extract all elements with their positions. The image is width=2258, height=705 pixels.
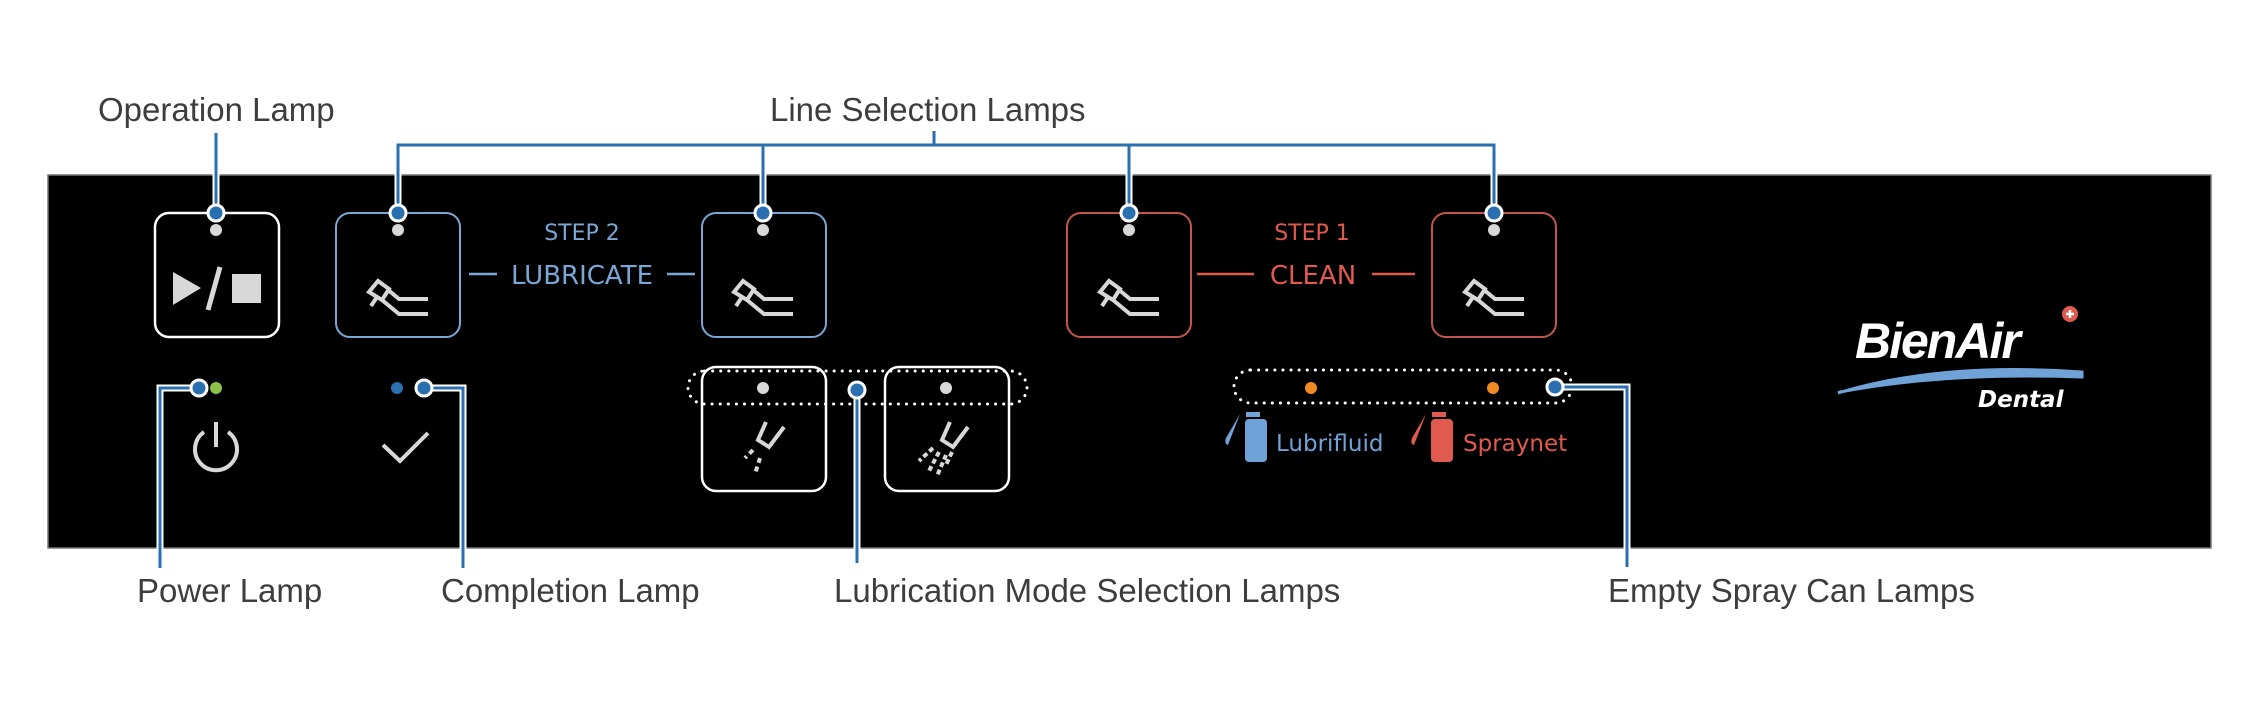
spray-can-icon	[1225, 412, 1267, 462]
handpiece-icon	[1097, 278, 1159, 316]
check-icon	[381, 431, 430, 464]
lubrifluid-label: Lubrifluid	[1276, 431, 1384, 457]
lube-mode-button-2[interactable]	[883, 365, 1011, 493]
callout-line-selection-leader	[388, 131, 1504, 223]
line-lamp	[1488, 224, 1500, 236]
lube-mode-lamp	[940, 382, 952, 394]
lube-mode-button-1[interactable]	[700, 365, 828, 493]
spray-can-icon	[1411, 412, 1453, 462]
callout-completion-lamp-leader	[414, 378, 467, 568]
spray-heavy-icon	[917, 421, 970, 477]
line-button-clean-2[interactable]	[1431, 212, 1557, 338]
step2-group: STEP 2 LUBRICATE	[469, 221, 695, 291]
lube-mode-lamp	[757, 382, 769, 394]
line-lamp	[757, 224, 769, 236]
line-lamp	[1123, 224, 1135, 236]
label-empty-spray-can-lamps: Empty Spray Can Lamps	[1608, 572, 1975, 609]
callout-power-lamp-leader	[156, 378, 209, 568]
spraynet-indicator: Spraynet	[1411, 412, 1567, 462]
handpiece-icon	[731, 278, 793, 316]
power-button[interactable]	[193, 382, 239, 473]
lubrifluid-empty-lamp	[1305, 382, 1317, 394]
play-stop-icon	[173, 266, 261, 311]
power-lamp	[210, 382, 222, 394]
logo-sub: Dental	[1978, 387, 2065, 413]
callout-operation-lamp-leader	[206, 133, 226, 223]
handpiece-icon	[366, 278, 428, 316]
label-lube-mode-selection-lamps: Lubrication Mode Selection Lamps	[834, 572, 1341, 609]
completion-lamp	[391, 382, 403, 394]
step1-group: STEP 1 CLEAN	[1197, 221, 1415, 291]
operation-lamp	[210, 224, 222, 236]
handpiece-icon	[1462, 278, 1524, 316]
control-panel	[47, 174, 2212, 549]
spray-light-icon	[743, 421, 786, 475]
logo-brand: BienAir	[1855, 313, 2023, 369]
lubrifluid-indicator: Lubrifluid	[1225, 412, 1384, 462]
step1-step-label: STEP 1	[1274, 221, 1350, 246]
callout-spray-can-leader	[1545, 377, 1631, 567]
completion-indicator	[381, 382, 430, 464]
logo-swoosh	[1837, 368, 2084, 395]
callout-lube-mode-leader	[847, 380, 867, 563]
bienair-logo: BienAir Dental	[1837, 306, 2084, 413]
spraynet-empty-lamp	[1487, 382, 1499, 394]
label-operation-lamp: Operation Lamp	[98, 91, 335, 128]
step2-step-label: STEP 2	[544, 221, 620, 246]
power-icon	[193, 422, 239, 473]
line-lamp	[392, 224, 404, 236]
label-power-lamp: Power Lamp	[137, 572, 323, 609]
step1-action-label: CLEAN	[1270, 261, 1356, 291]
label-line-selection-lamps: Line Selection Lamps	[770, 91, 1086, 128]
step2-action-label: LUBRICATE	[511, 261, 653, 291]
spraynet-label: Spraynet	[1463, 431, 1567, 457]
label-completion-lamp: Completion Lamp	[441, 572, 700, 609]
